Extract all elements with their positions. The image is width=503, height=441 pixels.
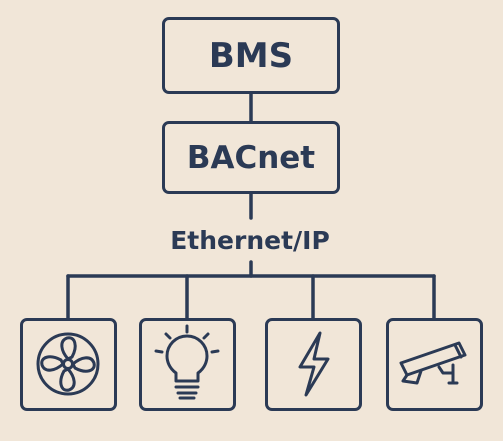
connectors (66, 92, 436, 320)
bacnet-label: BACnet (186, 139, 316, 176)
bms-label: BMS (208, 35, 294, 76)
bms-node: BMS (162, 17, 340, 94)
fan-icon (36, 332, 100, 396)
device-light (139, 318, 236, 411)
light-bulb-icon (154, 324, 220, 400)
bacnet-node: BACnet (162, 121, 340, 194)
device-power (265, 318, 362, 411)
device-camera (386, 318, 483, 411)
lightning-bolt-icon (298, 331, 330, 397)
security-camera-icon (399, 341, 467, 385)
network-label: Ethernet/IP (170, 226, 330, 255)
device-fan (20, 318, 117, 411)
